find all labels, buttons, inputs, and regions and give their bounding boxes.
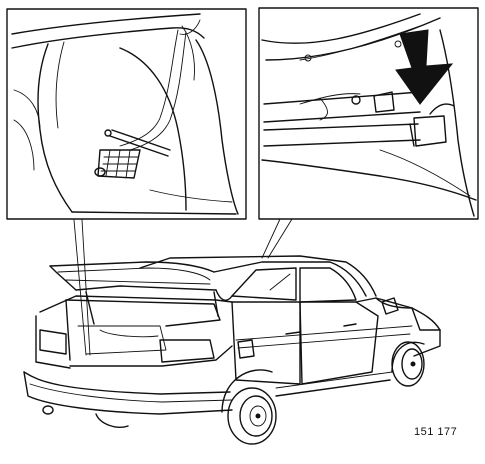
- left-inset-drawing: [11, 13, 239, 215]
- direction-arrow-icon: [395, 29, 454, 105]
- rear-wheel: [227, 387, 277, 445]
- right-inset-frame: [258, 7, 479, 220]
- front-wheel: [391, 341, 425, 387]
- right-inset-drawing: [261, 13, 477, 217]
- left-inset-frame: [6, 8, 247, 220]
- sedan-car-illustration: [23, 255, 441, 445]
- leader-line-right-2: [261, 218, 281, 259]
- figure-reference-number: 151 177: [414, 426, 458, 438]
- leader-line-right: [267, 218, 293, 259]
- leader-line-left-2: [81, 219, 91, 356]
- right-detail-inset: [258, 7, 479, 220]
- leader-line-left: [73, 219, 87, 356]
- left-detail-inset: [6, 8, 247, 220]
